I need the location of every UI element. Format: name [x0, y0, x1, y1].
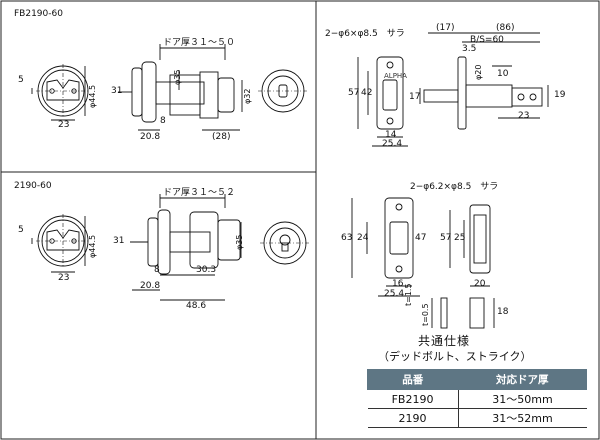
- br-strike-front: [351, 197, 420, 297]
- br-strike-box: [449, 204, 491, 287]
- tl-dim-31: 31: [111, 86, 123, 96]
- bl-dim-486: 48.6: [186, 301, 207, 311]
- tr-dim-17b: 17: [409, 92, 421, 102]
- br-dim-screw: 2−φ6.2×φ8.5 サラ: [410, 182, 499, 192]
- tr-dim-35: 3.5: [462, 44, 477, 54]
- tr-dim-phi20: φ20: [474, 64, 483, 80]
- spec-model-cell: 2190: [367, 408, 459, 428]
- tl-dim-208: 20.8: [140, 132, 161, 142]
- tl-dim-8: 8: [160, 116, 166, 126]
- table-row: 2190 31～52mm: [367, 408, 587, 428]
- tr-brand: ALPHA: [384, 72, 407, 80]
- spec-table: 品番 対応ドア厚 FB2190 31～50mm 2190 31～52mm: [367, 369, 588, 428]
- table-row: FB2190 31～50mm: [367, 389, 587, 409]
- br-dim-20: 20: [474, 279, 486, 289]
- bl-dim-31: 31: [113, 236, 125, 246]
- br-dim-16: 16: [392, 279, 404, 289]
- tr-dim-86: (86): [496, 23, 515, 33]
- br-dim-18: 18: [497, 307, 509, 317]
- tr-dim-screw: 2−φ6×φ8.5 サラ: [325, 29, 405, 39]
- bl-dim-303: 30.3: [196, 265, 217, 275]
- tr-dim-23: 23: [518, 111, 530, 121]
- tl-dim-door: ドア厚３１～５０: [163, 38, 236, 48]
- tl-dim-phi35: φ35: [173, 69, 182, 85]
- bl-rear-view: [260, 221, 310, 265]
- br-dim-t05: t=0.5: [421, 303, 430, 326]
- tl-dim-phi445: φ44.5: [88, 84, 97, 108]
- tr-bolt-side: [419, 32, 549, 130]
- bl-dim-phi35: φ35: [235, 234, 244, 250]
- bl-dim-23: 23: [58, 273, 70, 283]
- br-dim-63: 63: [341, 233, 353, 243]
- tl-dim-phi32: φ32: [243, 88, 252, 104]
- bl-side-view: [130, 194, 242, 301]
- spec-col-model: 品番: [367, 369, 459, 390]
- br-dim-25: 25: [454, 233, 466, 243]
- br-dim-57: 57: [440, 233, 452, 243]
- spec-table-header: 品番 対応ドア厚: [367, 369, 588, 390]
- tr-dim-57: 57: [348, 88, 360, 98]
- spec-heading: 共通仕様: [418, 334, 471, 348]
- tr-dim-254: 25.4: [382, 139, 403, 149]
- tl-dim-28: (28): [212, 132, 231, 142]
- bl-dim-208: 20.8: [140, 281, 161, 291]
- tr-dim-10: 10: [497, 69, 509, 79]
- br-dim-24: 24: [357, 233, 369, 243]
- br-dim-t15: t=1.5: [404, 283, 413, 306]
- tl-panel-title: FB2190-60: [14, 9, 63, 19]
- bl-dim-phi445: φ44.5: [88, 234, 97, 258]
- br-dim-254: 25.4: [384, 289, 405, 299]
- bl-panel-title: 2190-60: [14, 181, 52, 191]
- tr-dim-bs: B/S=60: [470, 35, 504, 45]
- spec-thickness-cell: 31～50mm: [458, 389, 587, 409]
- spec-model-cell: FB2190: [367, 389, 459, 409]
- tr-dim-14: 14: [385, 130, 397, 140]
- tl-dim-5: 5: [18, 75, 24, 85]
- spec-thickness-cell: 31～52mm: [458, 408, 587, 428]
- spec-col-door-thickness: 対応ドア厚: [457, 369, 588, 390]
- tl-front-view: [31, 64, 90, 121]
- tr-dim-42: 42: [361, 88, 373, 98]
- br-shim: [431, 297, 495, 329]
- bl-dim-8: 8: [154, 265, 160, 275]
- tl-side-view: [118, 44, 243, 131]
- br-dim-47: 47: [415, 233, 427, 243]
- tr-dim-19: 19: [554, 90, 566, 100]
- tl-dim-23: 23: [58, 120, 70, 130]
- tl-rear-view: [258, 69, 308, 113]
- bl-dim-5: 5: [18, 225, 24, 235]
- tr-dim-17: (17): [436, 23, 455, 33]
- tr-faceplate-front: [357, 56, 408, 147]
- spec-subheading: （デッドボルト、ストライク）: [378, 350, 532, 363]
- bl-front-view: [31, 214, 90, 273]
- bl-dim-door: ドア厚３１～５２: [163, 188, 236, 198]
